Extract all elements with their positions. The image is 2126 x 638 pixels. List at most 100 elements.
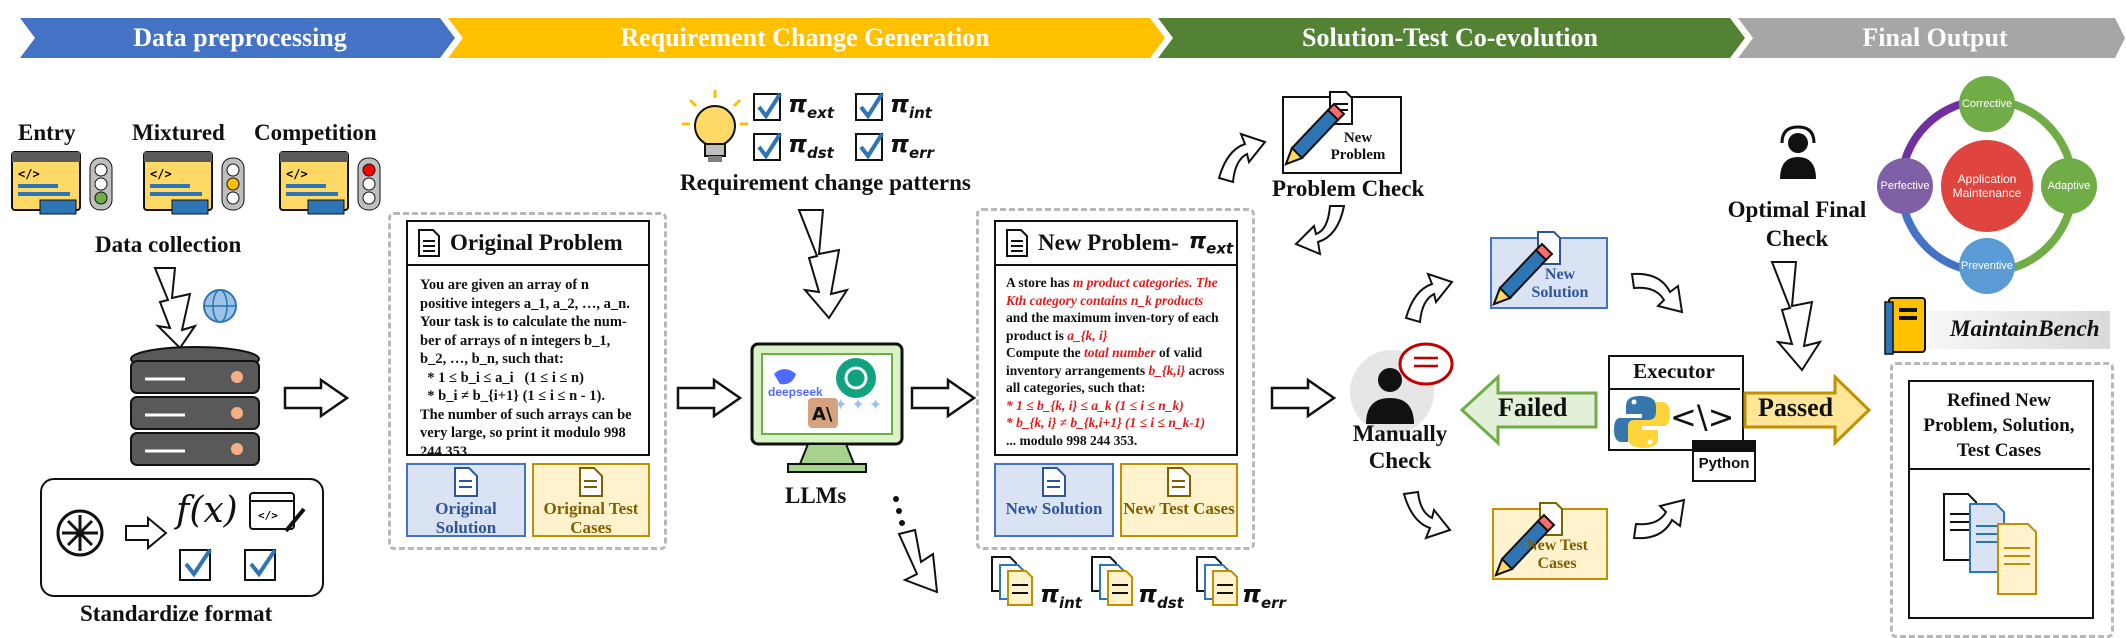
svg-text:</>: </> [258, 509, 278, 522]
document-icon [579, 467, 603, 497]
doc-stack-err-icon [1196, 556, 1238, 606]
new-problem-title: New Problem- [1038, 230, 1179, 255]
small-arrow-icon [125, 515, 168, 551]
document-icon [418, 229, 440, 257]
stage-header-bar [20, 18, 2125, 58]
llms-label: LLMs [785, 483, 847, 508]
fx-icon: f(x) [176, 490, 238, 531]
code-brackets-icon: <\> [1670, 398, 1735, 436]
code-window-mixtured-icon: </> [143, 151, 245, 215]
new-solution-doc-label: New Solution [1531, 266, 1589, 301]
lightning-arrow-to-refined [1770, 261, 1823, 372]
lightning-arrow-icon [153, 267, 198, 350]
pencil-paper-icon [1492, 231, 1561, 306]
document-icon [1006, 229, 1028, 257]
checkbox-err-icon [855, 132, 884, 161]
maintenance-cycle-diagram [1877, 76, 2097, 294]
standardize-format-label: Standardize format [80, 601, 273, 626]
curved-arrow-solution-to-executor [1630, 272, 1684, 314]
new-problem-frame [976, 208, 1255, 550]
manual-check-person-icon [1350, 342, 1454, 434]
doc-stack-dst-icon [1091, 556, 1133, 606]
original-problem-card: Original Problem You are given an array … [406, 220, 650, 460]
python-logo-icon [1614, 396, 1670, 448]
standardize-panel [40, 478, 324, 597]
preventive-label: Preventive [1961, 260, 2013, 272]
bent-arrow-down-right [897, 528, 939, 594]
failed-arrow [1459, 373, 1598, 447]
data-collection-label: Data collection [95, 232, 242, 257]
original-problem-frame [388, 212, 667, 550]
preventive-node [1959, 238, 2015, 294]
checkbox-ext-icon [753, 92, 782, 121]
llm-monitor-icon: A\ ✦ ✦ ✦ [750, 342, 904, 473]
checkbox-int-icon [855, 92, 884, 121]
chatgpt-logo-icon [836, 358, 876, 398]
stacked-documents-icon [1943, 493, 2037, 595]
checkbox-icon-1 [179, 548, 212, 581]
optimal-final-check-label: Optimal Final Check [1727, 197, 1867, 251]
stage-arrow-2 [448, 18, 1165, 58]
executor-divider [1608, 388, 1740, 390]
anthropic-logo-icon: A\ [808, 398, 838, 428]
svg-text:</>: </> [18, 167, 40, 181]
checkbox-icon-2 [244, 548, 277, 581]
perfective-node [1877, 158, 1933, 214]
svg-text:</>: </> [150, 167, 172, 181]
hollow-arrow-to-original [283, 377, 350, 419]
doc-int-label: πint [1040, 580, 1082, 612]
new-problem-card: New Problem- πext A store has m product … [994, 220, 1238, 456]
original-tests-box: Original Test Cases [532, 463, 650, 537]
stage-title-final: Final Output [1862, 23, 2008, 52]
stage-title-coevolution: Solution-Test Co-evolution [1302, 23, 1598, 52]
failed-label: Failed [1498, 393, 1568, 422]
curved-arrow-up-to-problemcheck [1217, 132, 1267, 184]
deepseek-logo-icon [774, 369, 796, 385]
new-problem-text: A store has m product categories. The Kt… [1006, 275, 1225, 448]
curved-arrow-tests-to-executor [1632, 498, 1686, 540]
document-icon [1042, 467, 1066, 497]
new-problem-pattern: πext [1188, 228, 1234, 258]
refined-divider [1908, 468, 2090, 470]
level-mixtured-label: Mixtured [132, 120, 225, 145]
lightbulb-icon [682, 90, 748, 162]
stage-arrow-1 [20, 18, 455, 58]
pattern-dst-label: πdst [788, 130, 834, 162]
python-badge: Python [1692, 440, 1756, 482]
original-problem-text: You are given an array of n positive int… [420, 277, 632, 460]
passed-label: Passed [1758, 393, 1834, 422]
refined-output-label: Refined New Problem, Solution, Test Case… [1923, 390, 2075, 461]
code-window-competition-icon: </> [279, 151, 381, 215]
document-icon [454, 467, 478, 497]
hollow-arrow-to-newproblem [910, 377, 977, 419]
original-solution-label: Original Solution [435, 499, 497, 537]
pencil-paper-icon [1284, 91, 1353, 166]
pattern-checkboxes [753, 92, 884, 161]
adaptive-label: Adaptive [2047, 180, 2091, 192]
svg-text:</>: </> [286, 167, 308, 181]
database-icon [130, 346, 260, 466]
stage-arrow-4 [1738, 18, 2125, 58]
curved-arrow-down-from-problemcheck [1294, 205, 1346, 256]
corrective-node [1959, 76, 2015, 132]
book-icon [1884, 297, 1926, 355]
passed-arrow [1743, 373, 1872, 447]
maintainbench-label: MaintainBench [1950, 316, 2100, 341]
pattern-ext-label: πext [788, 90, 835, 122]
problem-check-label: Problem Check [1272, 176, 1425, 201]
new-problem-doc-label: New Problem [1330, 130, 1386, 163]
stage-title-requirement: Requirement Change Generation [620, 23, 990, 52]
app-maintenance-label: Application Maintenance [1952, 172, 2022, 200]
standardize-icons: </> [56, 492, 306, 581]
curved-arrow-up-to-solution [1404, 272, 1454, 324]
checkbox-dst-icon [753, 132, 782, 161]
headset-person-icon [1780, 125, 1816, 179]
code-window-icons: </> </> </> [11, 151, 381, 215]
curved-arrow-down-to-tests [1402, 490, 1452, 540]
document-icon [1167, 467, 1191, 497]
stage-arrow-3 [1158, 18, 1745, 58]
new-solution-label: New Solution [1005, 499, 1103, 518]
hollow-arrow-to-llms [676, 377, 743, 419]
lightning-arrow-to-llms [797, 209, 850, 320]
requirement-patterns-label: Requirement change patterns [680, 170, 971, 195]
